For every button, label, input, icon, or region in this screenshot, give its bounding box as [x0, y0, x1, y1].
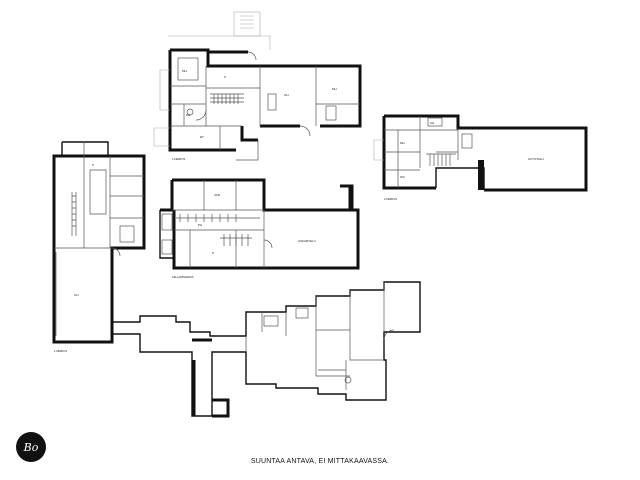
- floor-plan-lower: [112, 281, 421, 418]
- floor-label-ground: 1.KERROS: [172, 157, 185, 161]
- room-label-upper-autotalli: AUTOTALLI: [528, 157, 544, 161]
- brand-logo: Bo: [16, 432, 46, 462]
- floor-label-basement: KELLARIKERROS: [172, 275, 194, 279]
- room-label-side-k: K: [92, 163, 94, 167]
- room-label-upper-mh: MH: [400, 141, 405, 145]
- room-label-eteinen: ET: [200, 135, 204, 139]
- room-label-askartelu: ASKARTELU: [298, 239, 316, 243]
- room-label-makuuhuone: MH: [182, 69, 187, 73]
- disclaimer-caption: SUUNTAA ANTAVA, EI MITTAKAAVASSA.: [250, 458, 390, 465]
- room-label-basement-var: VAR: [214, 193, 221, 197]
- floor-label-upper: 2.KERROS: [384, 197, 397, 201]
- room-label-basement-ph: PH: [198, 223, 202, 227]
- room-label-side-oh: OH: [74, 293, 79, 297]
- floor-plan-side: OH K 1.KERROS: [52, 141, 146, 353]
- floor-plan-upper: MH KH AUTOTALLI WC 2.KERROS: [373, 114, 588, 201]
- room-label-olohuone: OH: [284, 93, 289, 97]
- room-label-kylpyhuone: KH: [186, 113, 190, 117]
- floor-label-side: 1.KERROS: [54, 349, 67, 353]
- room-label-basement-s: S: [212, 251, 214, 255]
- room-label-upper-wc: WC: [400, 175, 406, 179]
- floor-plan-ground: MH K OH MH KH ET 1.KERROS: [153, 11, 362, 161]
- room-label-makuuhuone-2: MH: [332, 87, 337, 91]
- room-label-keittio: K: [224, 75, 226, 79]
- room-label-upper-kh: KH: [430, 121, 434, 125]
- floor-plan-basement: ASKARTELU S PH VAR KELLARIKERROS: [159, 178, 360, 279]
